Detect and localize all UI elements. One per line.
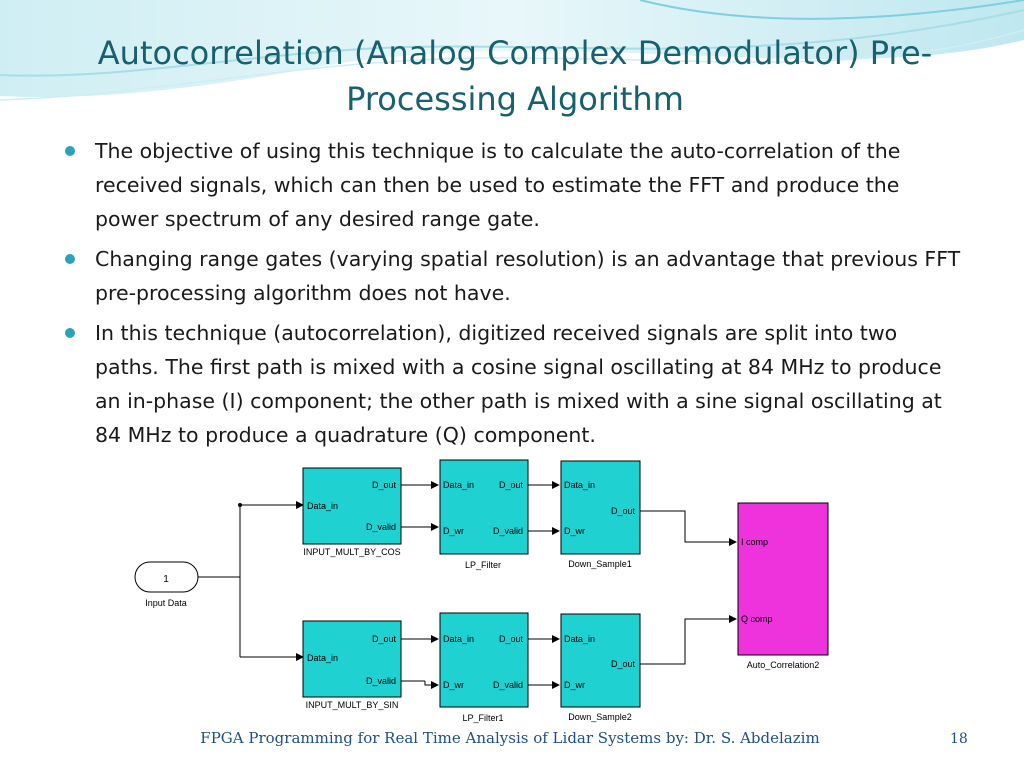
bullet-dot-icon (65, 328, 75, 338)
lp-filter-block[interactable]: Data_in D_wr D_out D_valid LP_Filter (439, 459, 529, 570)
port-label: D_out (611, 506, 636, 516)
port-label: Data_in (443, 480, 474, 490)
port-label: Data_in (443, 634, 474, 644)
bullet-dot-icon (65, 146, 75, 156)
port-label: D_out (372, 634, 397, 644)
bullet-list: The objective of using this technique is… (64, 134, 964, 458)
port-label: D_wr (443, 526, 464, 536)
port-label: D_out (372, 480, 397, 490)
block-label: LP_Filter1 (462, 713, 503, 723)
port-label: D_out (611, 659, 636, 669)
block-label: INPUT_MULT_BY_COS (303, 547, 400, 557)
bullet-item: Changing range gates (varying spatial re… (64, 242, 964, 310)
port-label: D_wr (564, 680, 585, 690)
port-label: D_wr (564, 526, 585, 536)
down-sample1-block[interactable]: Data_in D_wr D_out Down_Sample1 (560, 460, 641, 569)
mult-by-cos-block[interactable]: Data_in D_out D_valid INPUT_MULT_BY_COS (302, 467, 402, 557)
down-sample2-block[interactable]: Data_in D_wr D_out Down_Sample2 (560, 613, 641, 722)
port-label: Data_in (307, 501, 338, 511)
port-label: Data_in (307, 653, 338, 663)
block-label: Down_Sample2 (568, 712, 632, 722)
port-label: D_valid (366, 676, 396, 686)
port-label: Q comp (741, 614, 773, 624)
port-label: D_wr (443, 680, 464, 690)
slide-footer: FPGA Programming for Real Time Analysis … (200, 729, 820, 747)
bullet-item: In this technique (autocorrelation), dig… (64, 316, 964, 452)
block-label: Auto_Correlation2 (747, 660, 820, 670)
signal-wires (198, 481, 737, 689)
bullet-item: The objective of using this technique is… (64, 134, 964, 236)
input-port-label: Input Data (145, 598, 187, 608)
auto-correlation-block[interactable]: I comp Q comp Auto_Correlation2 (737, 502, 829, 670)
bullet-text: The objective of using this technique is… (95, 139, 901, 231)
port-label: Data_in (564, 480, 595, 490)
port-label: D_valid (493, 680, 523, 690)
block-label: INPUT_MULT_BY_SIN (306, 700, 399, 710)
bullet-text: In this technique (autocorrelation), dig… (95, 321, 942, 447)
wire-junction-dot (238, 503, 242, 507)
port-label: D_valid (366, 522, 396, 532)
slide-title-line1: Autocorrelation (Analog Complex Demodula… (97, 34, 933, 72)
input-port-number: 1 (163, 574, 169, 585)
header-wave-decoration (0, 0, 1024, 101)
port-label: Data_in (564, 634, 595, 644)
lp-filter1-block[interactable]: Data_in D_wr D_out D_valid LP_Filter1 (439, 612, 529, 723)
page-number: 18 (950, 731, 968, 747)
slide-title-line2: Processing Algorithm (346, 80, 684, 118)
block-label: LP_Filter (465, 560, 501, 570)
input-port-block[interactable]: 1 Input Data (134, 561, 199, 608)
bullet-dot-icon (65, 254, 75, 264)
simulink-block-diagram: 1 Input Data Data_in D_out D_valid INPUT… (130, 455, 830, 733)
block-label: Down_Sample1 (568, 559, 632, 569)
port-label: D_out (499, 480, 524, 490)
port-label: D_valid (493, 526, 523, 536)
port-label: I comp (741, 537, 768, 547)
bullet-text: Changing range gates (varying spatial re… (95, 247, 961, 305)
mult-by-sin-block[interactable]: Data_in D_out D_valid INPUT_MULT_BY_SIN (302, 620, 402, 710)
slide-title: Autocorrelation (Analog Complex Demodula… (40, 30, 990, 122)
port-label: D_out (499, 634, 524, 644)
